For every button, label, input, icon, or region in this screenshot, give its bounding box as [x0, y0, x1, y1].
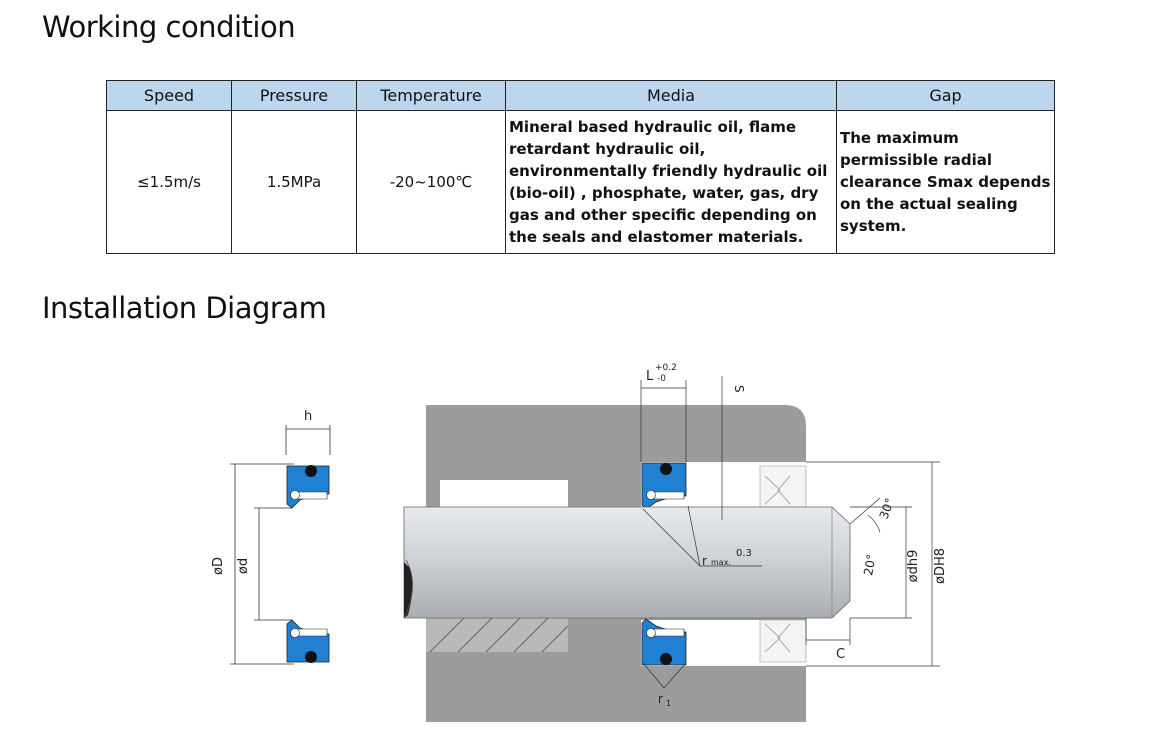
label-phi-D: øD [211, 557, 226, 575]
cell-media: Mineral based hydraulic oil, flame retar… [505, 110, 837, 254]
label-phi-d: ød [236, 558, 251, 574]
cell-pressure: 1.5MPa [231, 110, 357, 254]
cell-temperature: -20~100℃ [356, 110, 506, 254]
label-L-tol-lower: -0 [657, 374, 666, 384]
table-row: ≤1.5m/s 1.5MPa -20~100℃ Mineral based hy… [106, 110, 1055, 254]
label-L: L [646, 369, 654, 384]
installation-diagram-heading: Installation Diagram [42, 291, 327, 325]
label-h: h [304, 409, 312, 424]
label-phi-dh9: ødh9 [906, 550, 921, 583]
label-r1-sub: 1 [666, 699, 671, 708]
header-speed: Speed [106, 80, 232, 111]
header-gap: Gap [836, 80, 1055, 111]
label-r-max-sub: max. [711, 558, 731, 567]
seal-top-oring [305, 465, 317, 477]
working-condition-table: Speed Pressure Temperature Media Gap ≤1.… [106, 80, 1055, 254]
table-header-row: Speed Pressure Temperature Media Gap [106, 80, 1055, 111]
header-media: Media [505, 80, 837, 111]
label-r-max-value: 0.3 [736, 548, 752, 559]
label-angle-20: 20° [861, 553, 878, 576]
installation-assembly: L +0.2 -0 S r max. 0.3 r 1 ødh9 øDH8 30°… [403, 363, 948, 722]
label-r1: r [658, 692, 663, 706]
cell-speed: ≤1.5m/s [106, 110, 232, 254]
label-L-tol-upper: +0.2 [655, 363, 677, 373]
working-condition-heading: Working condition [42, 10, 296, 44]
header-temperature: Temperature [356, 80, 506, 111]
header-pressure: Pressure [231, 80, 357, 111]
label-C: C [836, 647, 845, 662]
piston-rod [403, 506, 851, 619]
cell-gap: The maximum permissible radial clearance… [836, 110, 1055, 254]
label-angle-30: 30° [877, 496, 897, 521]
label-phi-DH8: øDH8 [933, 548, 948, 584]
seal-bottom-oring [305, 651, 317, 663]
installation-diagram: h øD ød [211, 363, 948, 722]
label-S: S [732, 385, 746, 393]
label-r-max: r [702, 554, 707, 568]
seal-cross-section: h øD ød [211, 409, 331, 665]
